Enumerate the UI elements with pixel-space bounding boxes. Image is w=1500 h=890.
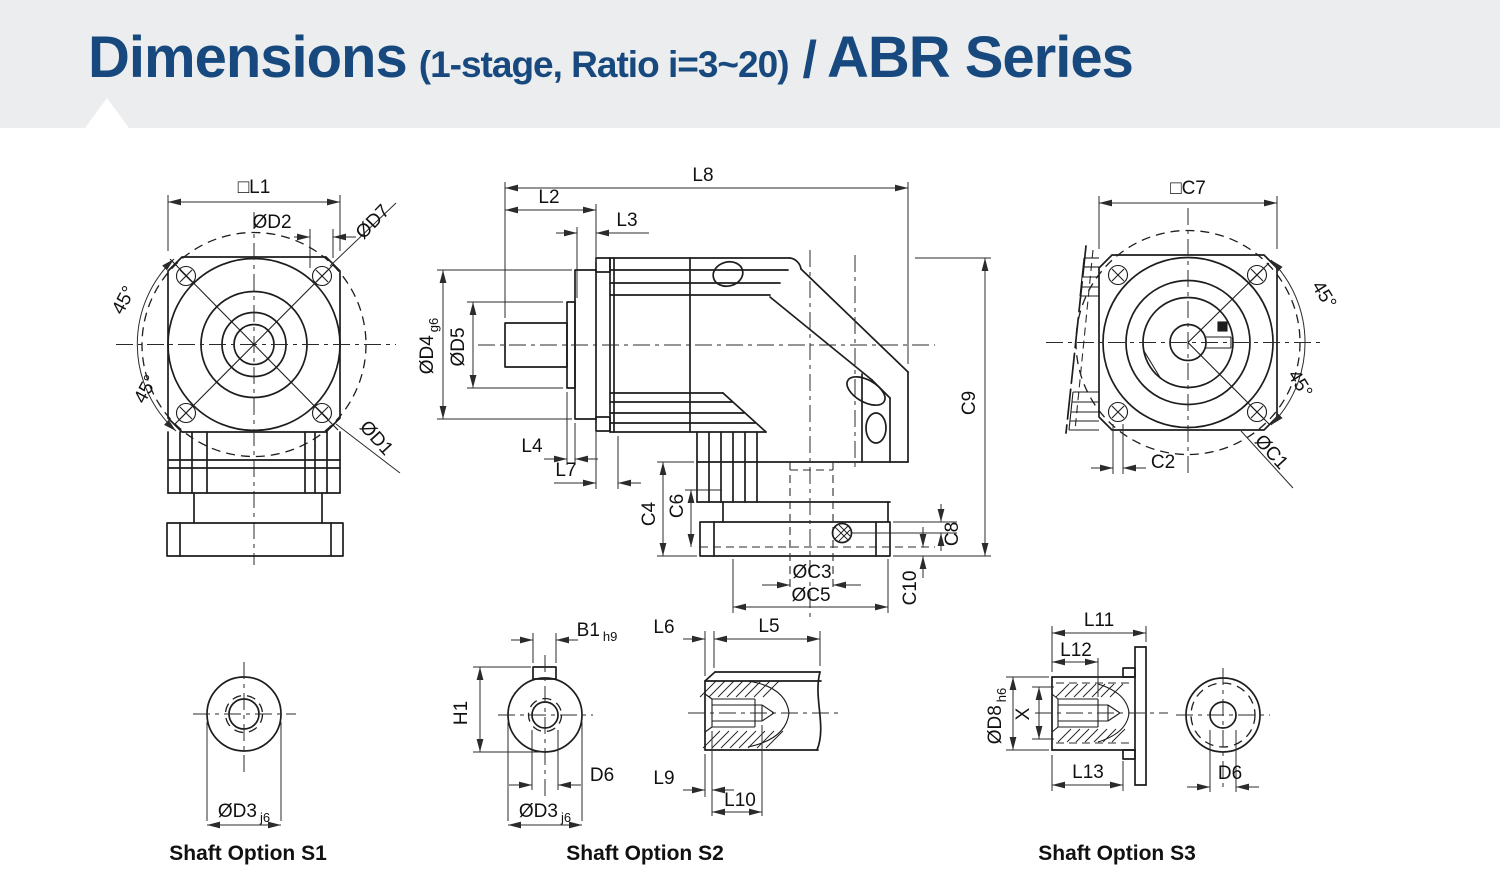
back-45deg-arc <box>1270 259 1306 426</box>
s3-caption: Shaft Option S3 <box>1038 842 1196 865</box>
back-diagonal-1 <box>1187 262 1270 343</box>
shaft-option-s3: L11 L12 ØD8h6 X L13 <box>985 610 1270 865</box>
dim-label-c8: C8 <box>942 522 963 546</box>
s3-cup-outline <box>1051 646 1147 786</box>
title-separator: / <box>802 31 817 89</box>
dim-label-s3-l13: L13 <box>1072 762 1104 783</box>
side-dimensions: L8 L2 L3 ØD4g6 ØD5 L4 <box>417 165 991 613</box>
page-title: Dimensions (1-stage, Ratio i=3~20) / ABR… <box>88 24 1134 91</box>
s3-side-dimensions: L11 L12 ØD8h6 X L13 <box>985 610 1147 791</box>
dim-label-c10: C10 <box>900 571 921 606</box>
dim-label-s3-x: X <box>1013 707 1034 720</box>
dim-label-l3: L3 <box>616 210 637 231</box>
dim-label-d7: ØD7 <box>352 201 394 244</box>
back-keyway <box>1206 321 1232 349</box>
front-45deg-arc <box>136 258 177 432</box>
dim-label-c9: C9 <box>959 391 980 415</box>
front-body <box>166 431 344 557</box>
dim-label-angle-lower: 45° <box>1283 366 1316 401</box>
dim-label-l7: L7 <box>555 460 576 481</box>
dim-label-s2-d6: D6 <box>590 765 614 786</box>
dim-label-s2-h1: H1 <box>451 701 472 725</box>
dim-label-l1: □L1 <box>238 177 271 198</box>
dim-label-c7: □C7 <box>1170 178 1206 199</box>
dim-label-s3-l12: L12 <box>1060 640 1092 661</box>
s3-hatching <box>1055 683 1126 743</box>
page-header: Dimensions (1-stage, Ratio i=3~20) / ABR… <box>0 0 1500 128</box>
s2-caption: Shaft Option S2 <box>566 842 724 865</box>
dim-label-s2-l6: L6 <box>653 617 674 638</box>
s2-side-dimensions: L6 L5 L9 L10 <box>653 616 821 816</box>
dim-label-s2-l5: L5 <box>758 616 779 637</box>
dim-label-c2: C2 <box>1151 452 1175 473</box>
side-view: L8 L2 L3 ØD4g6 ØD5 L4 <box>417 165 991 622</box>
s3-end-dimensions: D6 <box>1187 730 1259 792</box>
back-flange-outline <box>1098 254 1278 431</box>
header-notch-decoration <box>85 98 129 128</box>
dim-label-angle-upper: 45° <box>108 283 140 318</box>
dim-label-angle-upper: 45° <box>1307 277 1340 312</box>
front-diagonal-2 <box>173 263 335 426</box>
dim-label-s2-l10: L10 <box>724 790 756 811</box>
s2-hatching <box>699 680 784 749</box>
title-series: ABR Series <box>826 25 1134 90</box>
dim-label-d1: ØD1 <box>355 417 397 460</box>
back-diagonal-2 <box>1187 342 1270 425</box>
dim-label-c4: C4 <box>639 501 660 526</box>
dim-label-c6: C6 <box>667 494 688 518</box>
dim-label-c1: ØC1 <box>1250 431 1292 474</box>
dim-label-s3-d8: ØD8h6 <box>985 688 1009 745</box>
dim-label-s3-d6: D6 <box>1218 763 1242 784</box>
side-hidden-lines <box>700 462 935 591</box>
dim-label-s3-l11: L11 <box>1084 610 1114 631</box>
back-view: □C7 45° 45° C2 ØC1 <box>1046 178 1340 489</box>
side-mounting-bolt <box>831 522 957 544</box>
back-dimensions: □C7 45° 45° C2 ØC1 <box>1091 178 1340 489</box>
s1-caption: Shaft Option S1 <box>169 842 327 865</box>
dimension-drawing: □L1 ØD2 ØD7 ØD1 45° 45° <box>108 165 1340 865</box>
title-subtitle: (1-stage, Ratio i=3~20) <box>418 44 790 85</box>
side-angled-arm <box>769 257 909 463</box>
dim-label-c3: ØC3 <box>792 562 831 583</box>
side-output-housing <box>696 431 909 557</box>
back-housing-profile <box>1065 245 1099 434</box>
dim-label-d4: ØD4g6 <box>417 318 441 375</box>
dim-label-l8: L8 <box>692 165 713 186</box>
dim-label-s2-l9: L9 <box>653 768 674 789</box>
dim-label-d2: ØD2 <box>252 212 291 233</box>
dim-label-l2: L2 <box>538 187 559 208</box>
title-main: Dimensions <box>88 25 408 90</box>
dim-label-l4: L4 <box>521 436 543 457</box>
dim-label-d5: ØD5 <box>448 327 469 366</box>
dim-label-c5: ØC5 <box>791 585 830 606</box>
front-view: □L1 ØD2 ØD7 ØD1 45° 45° <box>108 177 401 565</box>
